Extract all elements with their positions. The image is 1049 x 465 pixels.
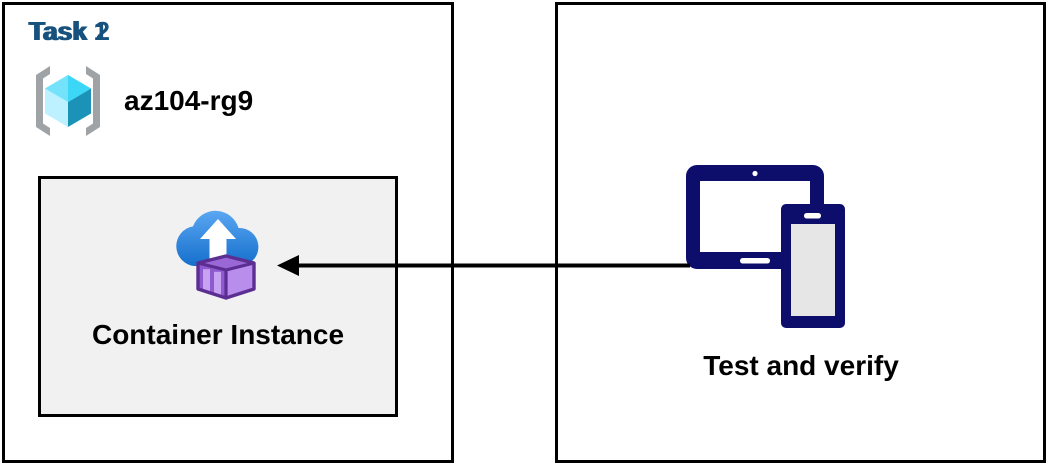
resource-group-row: az104-rg9 [28,62,253,140]
test-and-verify-label: Test and verify [703,350,899,381]
panel-title-task-1: Task 1 [28,16,109,46]
tablet-and-phone-icon [686,165,845,328]
container-instance-label: Container Instance [91,319,345,350]
panel-title-task-2: Task 2 [30,16,111,46]
resource-group-name: az104-rg9 [124,85,254,116]
azure-container-instance-icon [176,210,259,300]
container-instance-card: Container Instance [38,176,398,417]
azure-resource-group-icon [36,66,100,136]
